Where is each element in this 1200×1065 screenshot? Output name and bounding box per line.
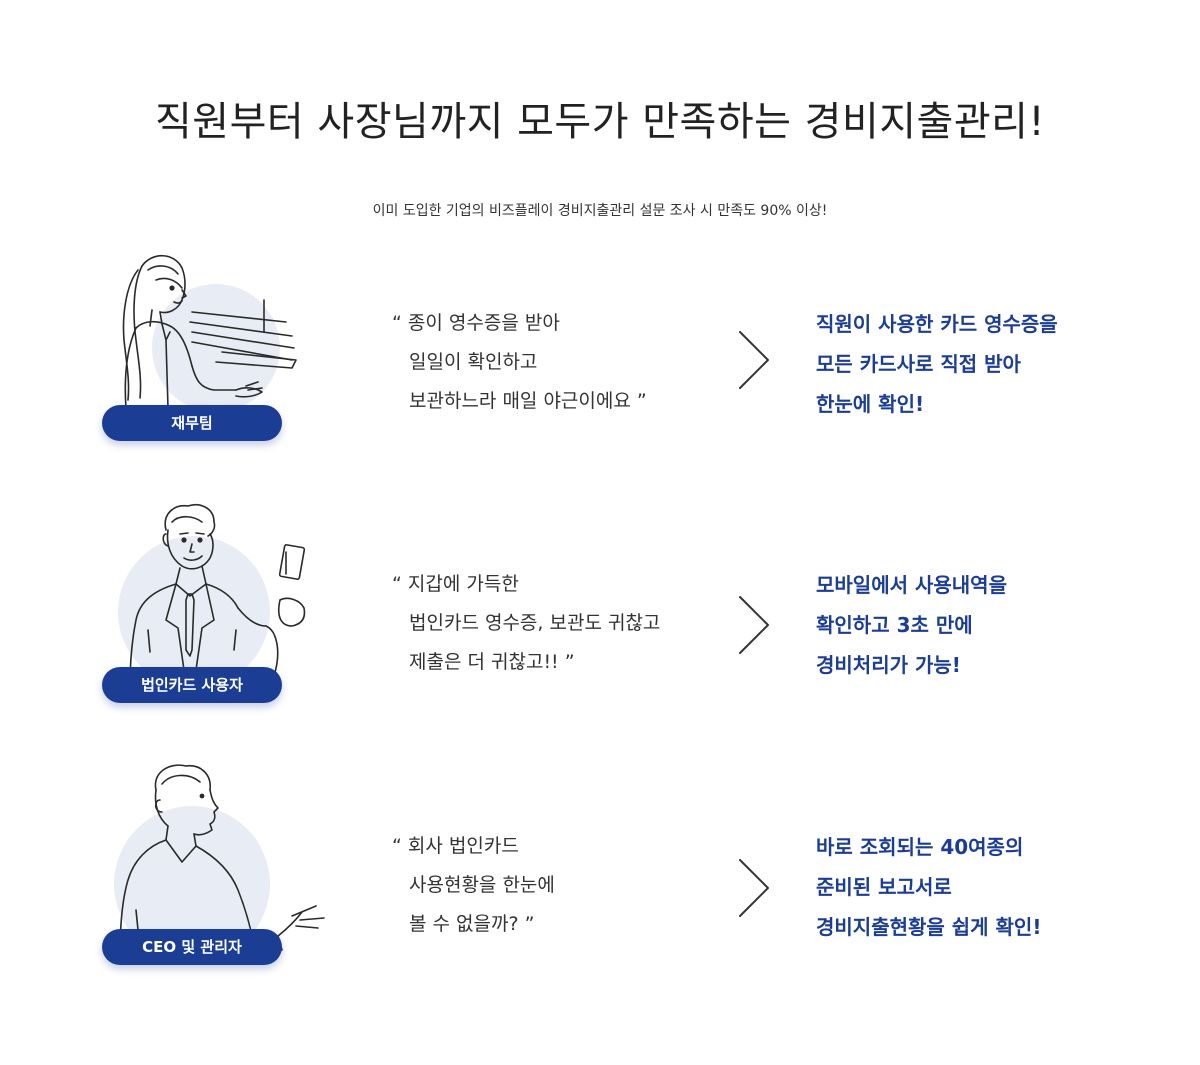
answer-line: 준비된 보고서로 — [816, 875, 952, 899]
persona-row-card-user: 법인카드 사용자 “ 지갑에 가득한 법인카드 영수증, 보관도 귀찮고 제출은… — [0, 500, 1200, 740]
page-title: 직원부터 사장님까지 모두가 만족하는 경비지출관리! — [155, 99, 1045, 145]
persona-quote-ceo: “ 회사 법인카드 사용현황을 한눈에 볼 수 없을까? ” — [392, 827, 732, 944]
answer-line: 확인하고 3초 만에 — [816, 613, 973, 637]
persona-answer-ceo: 바로 조회되는 40여종의 준비된 보고서로 경비지출현황을 쉽게 확인! — [816, 827, 1176, 947]
quote-line: “ 회사 법인카드 — [392, 835, 519, 857]
persona-quote-card-user: “ 지갑에 가득한 법인카드 영수증, 보관도 귀찮고 제출은 더 귀찮고!! … — [392, 565, 732, 682]
persona-badge-finance: 재무팀 — [102, 405, 282, 441]
answer-line: 직원이 사용한 카드 영수증을 — [816, 312, 1058, 336]
persona-quote-finance: “ 종이 영수증을 받아 일일이 확인하고 보관하느라 매일 야근이에요 ” — [392, 304, 732, 421]
finance-team-illustration — [96, 240, 336, 450]
chevron-right-icon — [739, 331, 769, 389]
card-user-illustration — [96, 500, 336, 710]
persona-badge-ceo: CEO 및 관리자 — [102, 929, 282, 965]
persona-badge-card-user: 법인카드 사용자 — [102, 667, 282, 703]
quote-line: 사용현황을 한눈에 — [409, 874, 555, 896]
chevron-right-icon — [739, 596, 769, 654]
chevron-right-icon — [739, 859, 769, 917]
businessman-card-icon — [118, 504, 306, 701]
persona-row-finance: 재무팀 “ 종이 영수증을 받아 일일이 확인하고 보관하느라 매일 야근이에요… — [0, 240, 1200, 480]
quote-line: “ 종이 영수증을 받아 — [392, 312, 560, 334]
quote-line: 볼 수 없을까? ” — [409, 913, 535, 935]
page-subtitle: 이미 도입한 기업의 비즈플레이 경비지출관리 설문 조사 시 만족도 90% … — [372, 203, 828, 219]
quote-line: 보관하느라 매일 야근이에요 ” — [409, 390, 647, 412]
answer-line: 바로 조회되는 40여종의 — [816, 835, 1024, 859]
answer-line: 모든 카드사로 직접 받아 — [816, 352, 1021, 376]
quote-line: 제출은 더 귀찮고!! ” — [409, 651, 575, 673]
quote-line: 법인카드 영수증, 보관도 귀찮고 — [409, 612, 661, 634]
persona-row-ceo: CEO 및 관리자 “ 회사 법인카드 사용현황을 한눈에 볼 수 없을까? ”… — [0, 760, 1200, 1000]
answer-line: 경비처리가 가능! — [816, 653, 961, 677]
persona-answer-finance: 직원이 사용한 카드 영수증을 모든 카드사로 직접 받아 한눈에 확인! — [816, 304, 1176, 424]
persona-answer-card-user: 모바일에서 사용내역을 확인하고 3초 만에 경비처리가 가능! — [816, 565, 1176, 685]
answer-line: 모바일에서 사용내역을 — [816, 573, 1007, 597]
answer-line: 한눈에 확인! — [816, 392, 925, 416]
quote-line: “ 지갑에 가득한 — [392, 573, 519, 595]
answer-line: 경비지출현황을 쉽게 확인! — [816, 915, 1042, 939]
finance-woman-icon — [122, 254, 297, 412]
quote-line: 일일이 확인하고 — [409, 351, 538, 373]
